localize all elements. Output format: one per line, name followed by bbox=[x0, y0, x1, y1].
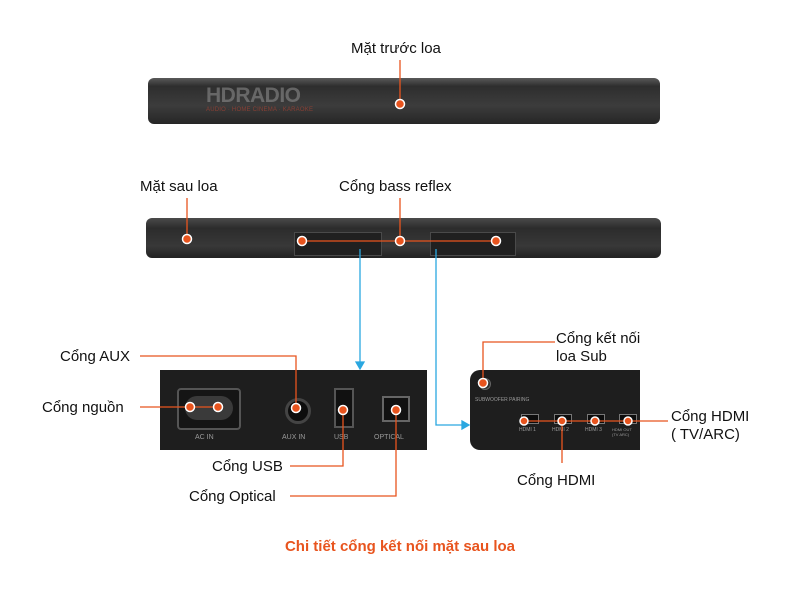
optical-label: OPTICAL bbox=[374, 434, 404, 441]
hdmi-port-3 bbox=[587, 414, 605, 424]
label-aux: Cổng AUX bbox=[60, 348, 131, 365]
aux-in-label: AUX IN bbox=[282, 434, 306, 441]
label-front: Mặt trước loa bbox=[351, 40, 441, 57]
watermark-logo: HDRADIO bbox=[206, 84, 301, 107]
hdmi-port-1 bbox=[521, 414, 539, 424]
hdmi3-label: HDMI 3 bbox=[585, 427, 602, 433]
ac-in-label: AC IN bbox=[195, 434, 214, 441]
soundbar-back bbox=[146, 218, 661, 258]
back-connector-recess-right bbox=[430, 232, 516, 256]
usb-label: USB bbox=[334, 434, 349, 441]
label-back: Mặt sau loa bbox=[140, 178, 218, 195]
label-sub-line1: Cổng kết nối bbox=[556, 330, 641, 347]
hdmi2-label: HDMI 2 bbox=[552, 427, 569, 433]
ac-in-socket-inner bbox=[185, 396, 233, 420]
optical-port bbox=[382, 396, 410, 422]
label-hdmi-arc-line1: Cổng HDMI bbox=[671, 408, 750, 425]
label-sub-line2: loa Sub bbox=[556, 348, 607, 365]
back-connector-recess-left bbox=[294, 232, 382, 256]
usb-port bbox=[334, 388, 354, 428]
label-hdmi-arc-line2: ( TV/ARC) bbox=[671, 426, 740, 443]
subwoofer-pairing-button bbox=[479, 378, 491, 390]
hdmi-out-label: HDMI OUT (TV ARC) bbox=[612, 427, 632, 437]
label-power: Cổng nguồn bbox=[42, 399, 124, 416]
aux-jack bbox=[285, 398, 311, 424]
hdmi-port-2 bbox=[554, 414, 572, 424]
port-panel-right bbox=[470, 370, 640, 450]
label-usb: Cổng USB bbox=[212, 458, 283, 475]
label-hdmi: Cổng HDMI bbox=[517, 472, 596, 489]
label-bass-reflex: Cổng bass reflex bbox=[339, 178, 452, 195]
watermark-subtitle: AUDIO · HOME CINEMA · KARAOKE bbox=[206, 107, 314, 113]
hdmi-port-out bbox=[619, 414, 637, 424]
hdmi1-label: HDMI 1 bbox=[519, 427, 536, 433]
figure-caption: Chi tiết cổng kết nối mặt sau loa bbox=[284, 538, 516, 555]
subwoofer-pairing-text: SUBWOOFER PAIRING bbox=[475, 397, 530, 403]
label-optical: Cổng Optical bbox=[189, 488, 276, 505]
